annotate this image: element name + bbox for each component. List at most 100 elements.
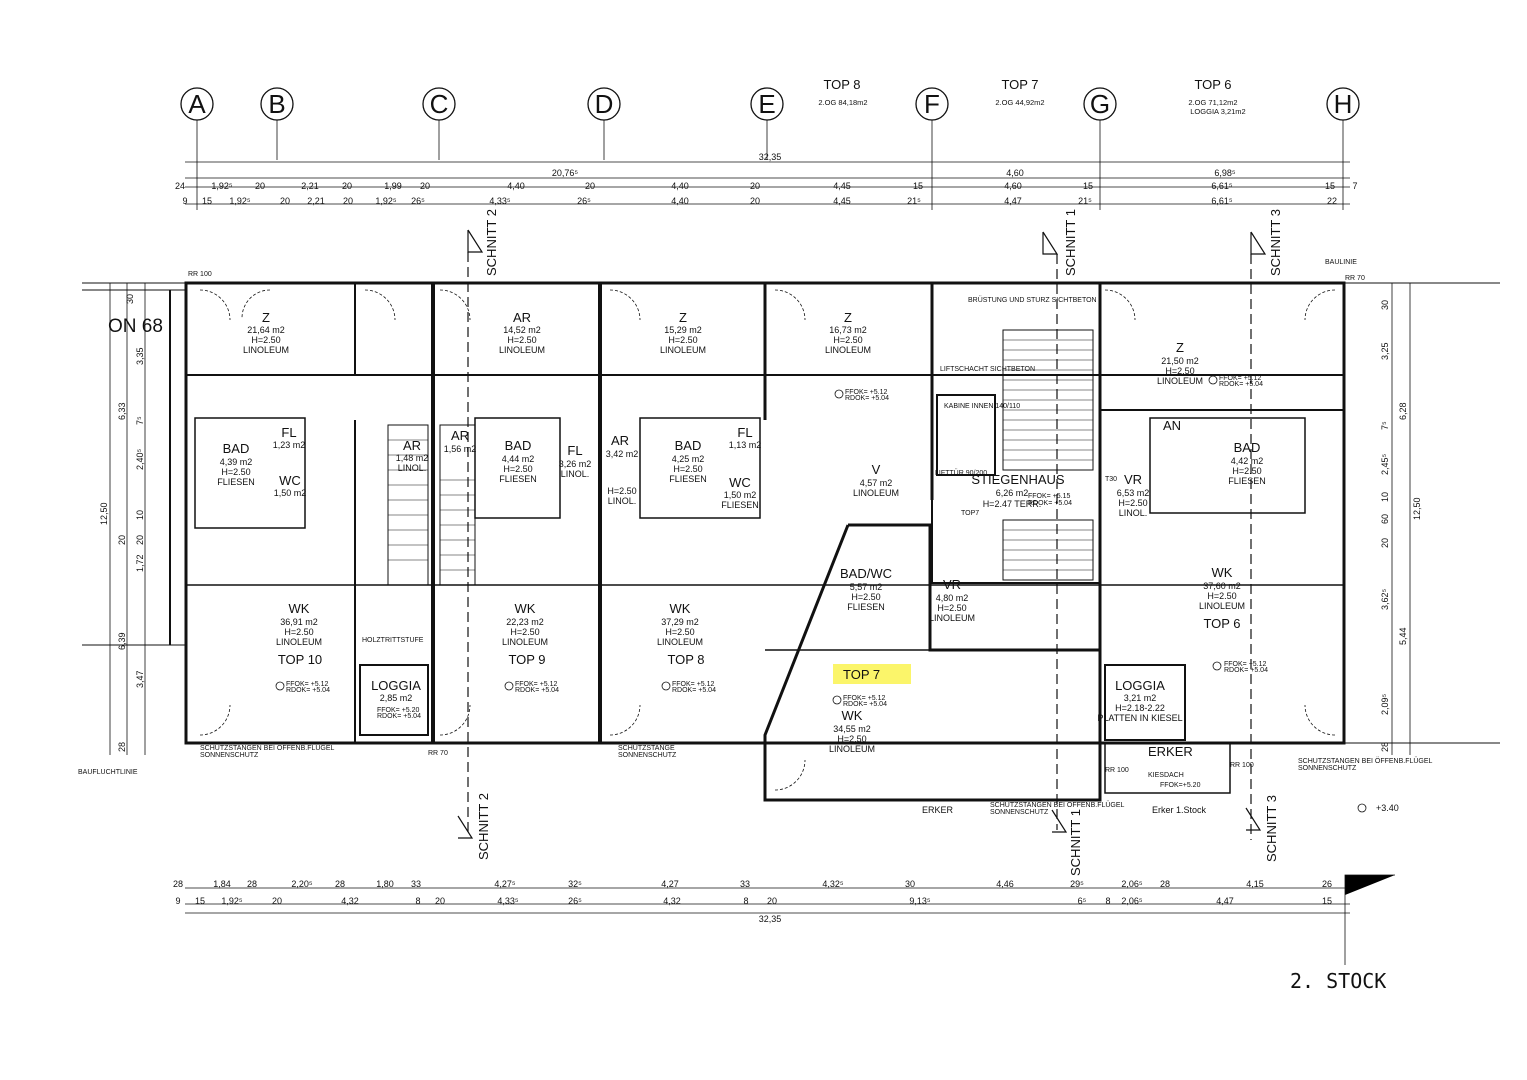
room-loggia-1-name: LOGGIA bbox=[371, 678, 421, 693]
dimb-5: 1,80 bbox=[376, 879, 394, 889]
dimb-16: 28 bbox=[1160, 879, 1170, 889]
ffok-loggia: FFOK= +5.20 bbox=[377, 707, 420, 714]
stiegenhaus-h: H=2.47 TERR. bbox=[983, 499, 1042, 509]
annotations: BRÜSTUNG UND STURZ SICHTBETON LIFTSCHACH… bbox=[200, 296, 1433, 816]
dimr-10: 5,44 bbox=[1398, 627, 1408, 645]
room-wc-1-name: WC bbox=[279, 473, 301, 488]
dim-top-2: 4,60 bbox=[1006, 168, 1024, 178]
schutz2-note: SCHUTZSTANGE bbox=[618, 745, 675, 752]
kiesdach-label: KIESDACH bbox=[1148, 772, 1184, 779]
schutz1-note: SCHUTZSTANGEN BEI ÖFFENB.FLÜGEL bbox=[200, 744, 335, 752]
dimb-18: 26 bbox=[1322, 879, 1332, 889]
stiegenhaus-name: STIEGENHAUS bbox=[971, 472, 1065, 487]
dimb-6: 33 bbox=[411, 879, 421, 889]
axis-c: C bbox=[430, 89, 449, 119]
room-z-3-h: H=2.50 bbox=[833, 335, 862, 345]
dim-r3-9: 26⁵ bbox=[577, 196, 591, 206]
axis-lines bbox=[196, 120, 1344, 210]
room-z-4-name: Z bbox=[1176, 340, 1184, 355]
top-6-loggia: LOGGIA 3,21m2 bbox=[1190, 107, 1245, 116]
sonnenschutz1-note: SONNENSCHUTZ bbox=[200, 752, 259, 759]
room-wk-8-h: H=2.50 bbox=[665, 627, 694, 637]
dim-r3-13: 21⁵ bbox=[907, 196, 921, 206]
dimb2-10: 8 bbox=[743, 896, 748, 906]
t30-label: T30 bbox=[1105, 476, 1117, 483]
room-bad-3-floor: FLIESEN bbox=[669, 474, 707, 484]
schutz4-note: SCHUTZSTANGEN BEI ÖFFENB.FLÜGEL bbox=[1298, 757, 1433, 765]
dimb-8: 32⁵ bbox=[568, 879, 582, 889]
kiesdach-ffok: FFOK=+5.20 bbox=[1160, 782, 1201, 789]
room-wk-8-area: 37,29 m2 bbox=[661, 617, 699, 627]
room-wk-10-h: H=2.50 bbox=[284, 627, 313, 637]
walls bbox=[82, 281, 1500, 802]
ffok-markers: FFOK= +5.12 RDOK= +5.04 FFOK= +5.12 RDOK… bbox=[286, 375, 1268, 720]
room-wk-6-name: WK bbox=[1212, 565, 1233, 580]
room-fl-3-area: 1,13 m2 bbox=[729, 440, 762, 450]
rdok-6z: RDOK= +5.04 bbox=[1219, 381, 1263, 388]
bottom-dimension-texts: 28 1,84 28 2,20⁵ 28 1,80 33 4,27⁵ 32⁵ 4,… bbox=[173, 879, 1332, 924]
dim-r3-4: 2,21 bbox=[307, 196, 325, 206]
dimr-8: 20 bbox=[1380, 538, 1390, 548]
rr70-top-label: RR 70 bbox=[1345, 275, 1365, 282]
room-wk-6-floor: LINOLEUM bbox=[1199, 601, 1245, 611]
dim-r3-10: 4,40 bbox=[671, 196, 689, 206]
diml-8: 1,72 bbox=[135, 554, 145, 572]
lifttuer-note: LIFTTÜR 90/200 bbox=[935, 469, 987, 477]
dim-r2-17: 7 bbox=[1352, 181, 1357, 191]
room-ar-3-area: 1,56 m2 bbox=[444, 444, 477, 454]
top7-highlight-box bbox=[833, 664, 911, 684]
room-fl-2-area: 3,26 m2 bbox=[559, 459, 592, 469]
dim-r2-1: 1,92⁵ bbox=[211, 181, 233, 191]
dim-r3-8: 4,33⁵ bbox=[489, 196, 511, 206]
kabine-note: KABINE INNEN 140/110 bbox=[944, 403, 1020, 410]
rdok-loggia: RDOK= +5.04 bbox=[377, 713, 421, 720]
baufluchtlinie-label: BAUFLUCHTLINIE bbox=[78, 769, 138, 776]
dimr-12: 28 bbox=[1380, 742, 1390, 752]
ffok-6z: FFOK= +5.12 bbox=[1219, 375, 1262, 382]
dimr-0: 30 bbox=[1380, 300, 1390, 310]
dim-r3-7: 26⁵ bbox=[411, 196, 425, 206]
room-z-1-name: Z bbox=[262, 310, 270, 325]
room-z-2-h: H=2.50 bbox=[668, 335, 697, 345]
rdok-8: RDOK= +5.04 bbox=[672, 687, 716, 694]
sonnenschutz3-note: SONNENSCHUTZ bbox=[990, 809, 1049, 816]
diml-3: 7⁵ bbox=[135, 416, 145, 425]
dim-r2-8: 20 bbox=[585, 181, 595, 191]
dimb2-4: 4,32 bbox=[341, 896, 359, 906]
room-bad-3-area: 4,25 m2 bbox=[672, 454, 705, 464]
dim-r2-16: 15 bbox=[1325, 181, 1335, 191]
dim-r2-3: 2,21 bbox=[301, 181, 319, 191]
dim-r2-10: 20 bbox=[750, 181, 760, 191]
dim-r3-11: 20 bbox=[750, 196, 760, 206]
dimr-2: 6,28 bbox=[1398, 402, 1408, 420]
dimb2-6: 20 bbox=[435, 896, 445, 906]
dim-total-top: 32,35 bbox=[759, 152, 782, 162]
left-dimension-texts: 30 3,35 6,33 7⁵ 2,40⁵ 20 12,50 10 1,72 2… bbox=[99, 294, 145, 752]
stair-treads bbox=[388, 339, 1093, 571]
level-label: +3.40 bbox=[1376, 803, 1399, 813]
room-ar-1-h: H=2.50 bbox=[507, 335, 536, 345]
dim-r2-6: 20 bbox=[420, 181, 430, 191]
diml-1: 3,35 bbox=[135, 347, 145, 365]
room-badwc-area: 5,57 m2 bbox=[850, 582, 883, 592]
room-wc-2-floor: FLIESEN bbox=[721, 500, 759, 510]
dimb-1: 1,84 bbox=[213, 879, 231, 889]
dim-r3-5: 20 bbox=[343, 196, 353, 206]
dim-r3-15: 21⁵ bbox=[1078, 196, 1092, 206]
right-dimension-lines bbox=[1391, 283, 1411, 755]
top-7-area: 2.OG 44,92m2 bbox=[995, 98, 1044, 107]
room-z-1-floor: LINOLEUM bbox=[243, 345, 289, 355]
room-wc-2-name: WC bbox=[729, 475, 751, 490]
room-bad-4-name: BAD bbox=[1234, 440, 1261, 455]
dim-top-1: 20,76⁵ bbox=[552, 168, 579, 178]
dimb2-16: 4,47 bbox=[1216, 896, 1234, 906]
room-wk-9-area: 22,23 m2 bbox=[506, 617, 544, 627]
diml-10: 6,39 bbox=[117, 632, 127, 650]
schnitt1-top: SCHNITT 1 bbox=[1063, 209, 1078, 276]
dim-r2-5: 1,99 bbox=[384, 181, 402, 191]
dim-r3-3: 20 bbox=[280, 196, 290, 206]
diml-6: 12,50 bbox=[99, 502, 109, 525]
room-z-4-h: H=2.50 bbox=[1165, 366, 1194, 376]
room-ar-1-name: AR bbox=[513, 310, 531, 325]
rr100-label: RR 100 bbox=[188, 271, 212, 278]
